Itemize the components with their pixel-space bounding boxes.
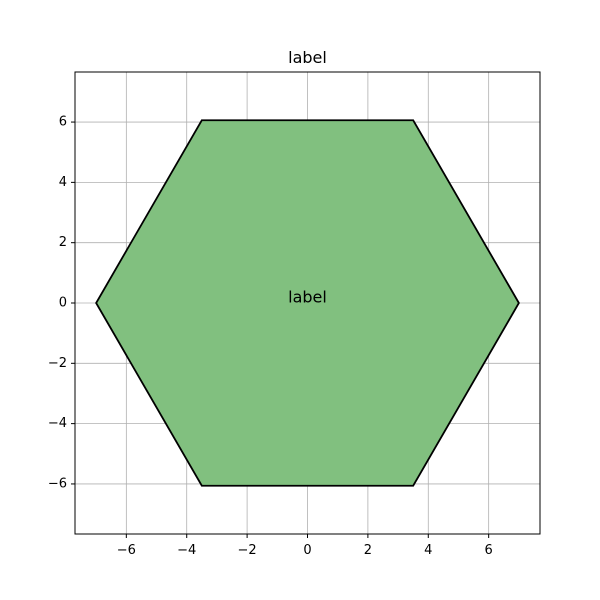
y-tick-label-1: −4 bbox=[48, 416, 67, 431]
y-tick-label-2: −2 bbox=[48, 356, 67, 371]
y-tick-label-6: 6 bbox=[59, 115, 67, 130]
x-tick-label-3: 0 bbox=[303, 543, 311, 558]
y-tick-label-5: 4 bbox=[59, 175, 67, 190]
x-tick-label-6: 6 bbox=[485, 543, 493, 558]
hexagon-shape bbox=[95, 119, 520, 487]
x-tick-label-5: 4 bbox=[424, 543, 432, 558]
y-tick-label-3: 0 bbox=[59, 296, 67, 311]
x-tick-label-2: −2 bbox=[238, 543, 257, 558]
chart-title: label bbox=[288, 48, 327, 67]
x-tick-label-4: 2 bbox=[364, 543, 372, 558]
x-tick-label-1: −4 bbox=[177, 543, 196, 558]
shape-layer bbox=[95, 119, 520, 487]
center-annotation: label bbox=[288, 287, 327, 306]
y-tick-label-0: −6 bbox=[48, 476, 67, 491]
x-tick-label-0: −6 bbox=[117, 543, 136, 558]
y-tick-label-4: 2 bbox=[59, 235, 67, 250]
tick-layer: −6 −4 −2 0 2 4 6 −6 −4 −2 0 2 4 6 bbox=[48, 115, 493, 558]
